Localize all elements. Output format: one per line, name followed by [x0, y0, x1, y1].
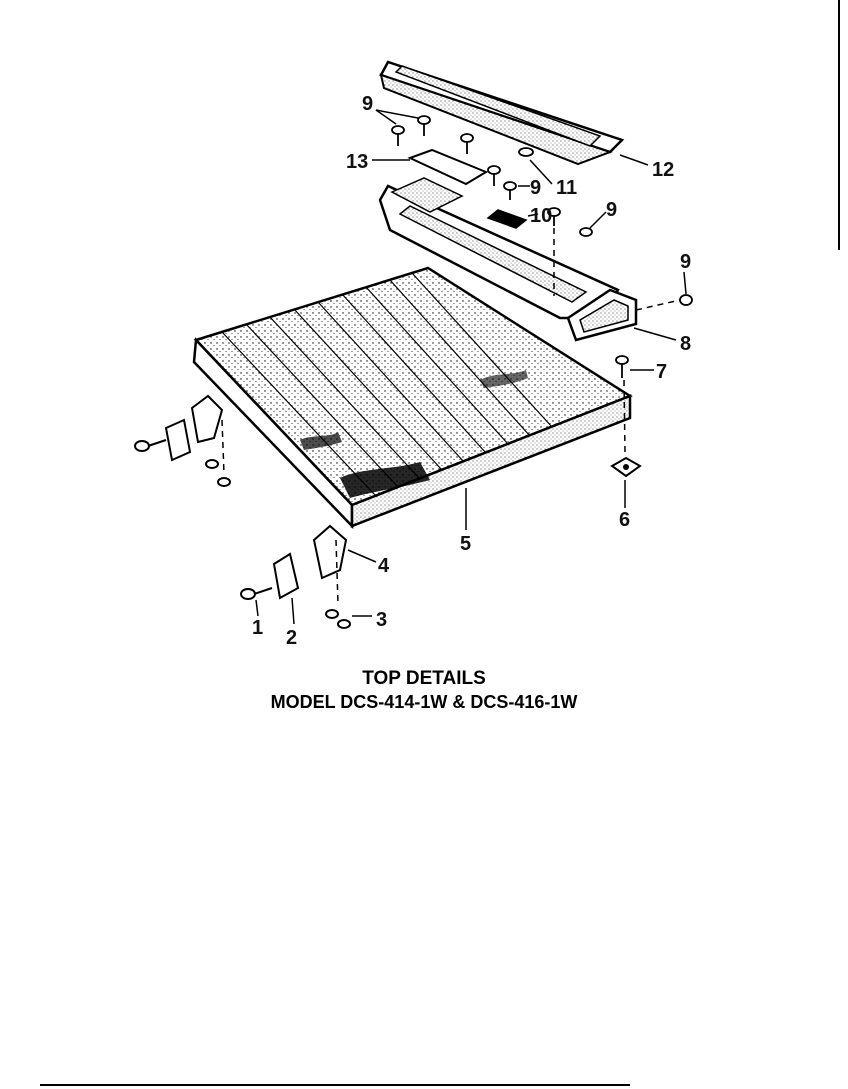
scan-edge-right [838, 0, 840, 250]
callout-9: 9 [680, 251, 691, 273]
bracket-plate-part-13 [407, 148, 489, 186]
screw-part-7 [615, 355, 629, 378]
bottom-rule [40, 1084, 630, 1086]
callout-9: 9 [606, 199, 617, 221]
top-board-part-5 [192, 266, 633, 530]
callout-10: 10 [530, 205, 552, 227]
callout-9: 9 [530, 177, 541, 199]
screws-part-9 [391, 115, 693, 306]
callout-6: 6 [619, 509, 630, 531]
screw-part-1 [240, 588, 256, 600]
callout-labels: 9 13 12 11 9 10 9 9 8 7 6 5 4 3 1 2 [252, 93, 691, 649]
lower-bracket-set [240, 524, 351, 629]
callout-11: 11 [556, 177, 577, 199]
callout-5: 5 [460, 533, 471, 555]
end-cap-part-8 [566, 288, 638, 342]
callout-4: 4 [378, 555, 390, 577]
callout-9: 9 [362, 93, 373, 115]
callout-1: 1 [252, 617, 263, 639]
callout-12: 12 [652, 159, 674, 181]
callout-2: 2 [286, 627, 297, 649]
callout-13: 13 [346, 151, 368, 173]
screw-part-3 [337, 619, 351, 629]
clip-part-10 [486, 209, 528, 229]
bracket-part-2 [272, 552, 300, 600]
clip-part-6 [610, 456, 642, 478]
callout-8: 8 [680, 333, 691, 355]
callout-3: 3 [376, 609, 387, 631]
leader-lines [255, 109, 687, 625]
bracket-part-4 [312, 524, 348, 580]
callout-7: 7 [656, 361, 667, 383]
caption-title: TOP DETAILS [362, 668, 486, 689]
console-trim-part-12 [379, 60, 625, 166]
caption-model: MODEL DCS-414-1W & DCS-416-1W [270, 692, 578, 712]
assembly-lines [221, 228, 681, 605]
left-bracket-set [134, 394, 231, 487]
